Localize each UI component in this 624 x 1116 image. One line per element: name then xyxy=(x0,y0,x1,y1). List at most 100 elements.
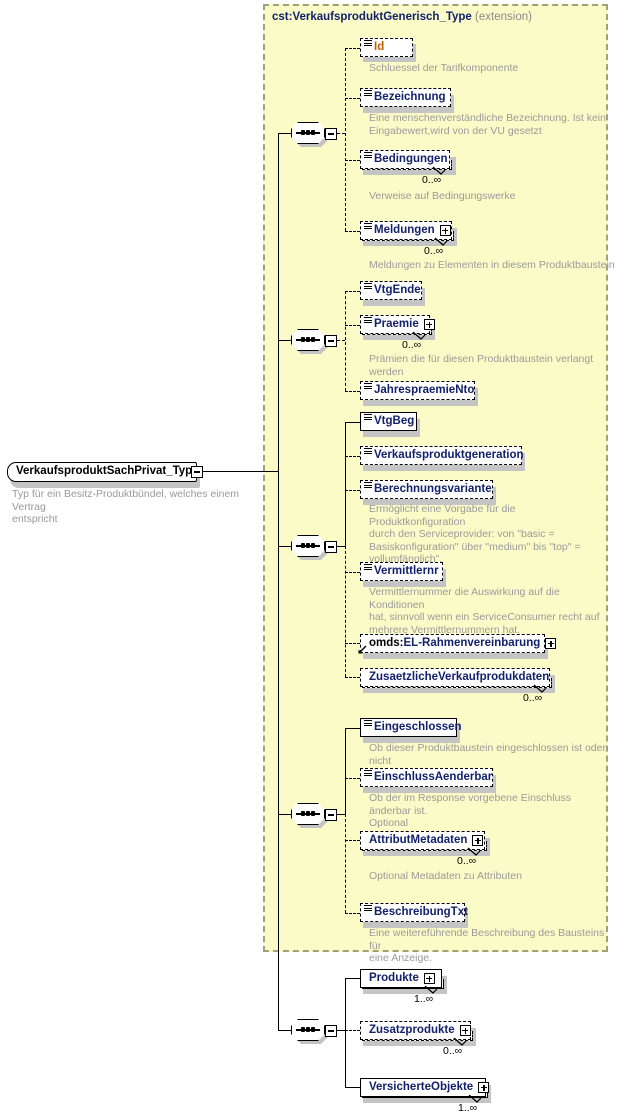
expand-plus-icon[interactable] xyxy=(423,319,435,330)
occurrence-label: 0..∞ xyxy=(523,692,543,704)
repeat-tail-icon xyxy=(412,331,426,340)
sequence-collapse-toggle-group-4[interactable] xyxy=(325,809,337,821)
element-node-bedingungen[interactable]: Bedingungen xyxy=(360,150,450,169)
element-documentation: Verweise auf Bedingungswerke xyxy=(369,190,516,202)
element-label: VtgEnde xyxy=(374,283,421,296)
occurrence-label: 0..∞ xyxy=(424,245,444,257)
sequence-collapse-toggle-group-5[interactable] xyxy=(325,1025,337,1037)
occurrence-label: 0..∞ xyxy=(422,174,442,186)
extension-panel-title: cst:VerkaufsproduktGenerisch_Type (exten… xyxy=(272,11,532,23)
connector-to-el-rahmenvereinbarung xyxy=(345,643,360,644)
element-node-vtgbeg[interactable]: VtgBeg xyxy=(360,412,417,431)
element-label: Eingeschlossen xyxy=(374,720,462,733)
connector-branch-spine-group-1 xyxy=(345,48,346,231)
element-documentation: Eine menschenverständliche Bezeichnung. … xyxy=(369,112,606,137)
occurrence-label: 1..∞ xyxy=(414,993,434,1005)
connector-branch-spine-group-5-lower xyxy=(345,1030,346,1087)
element-node-el-rahmenvereinbarung[interactable]: omds:EL-Rahmenvereinbarung xyxy=(360,634,557,653)
element-label: BeschreibungTxt xyxy=(374,905,468,918)
expand-plus-icon[interactable] xyxy=(478,1082,490,1093)
element-node-zusaetzlicheverkaufprodukdaten[interactable]: ZusaetzlicheVerkaufprodukdaten xyxy=(360,668,550,687)
expand-plus-icon[interactable] xyxy=(423,973,435,984)
element-node-produkte[interactable]: Produkte xyxy=(360,969,442,988)
sequence-dot xyxy=(311,337,315,342)
connector-to-produkte xyxy=(345,978,360,979)
element-node-jahrespraemiento[interactable]: JahrespraemieNto xyxy=(360,381,475,400)
sequence-collapse-toggle-group-3[interactable] xyxy=(325,541,337,553)
element-label: Bezeichnung xyxy=(374,90,446,103)
connector-root-to-trunk xyxy=(203,471,279,472)
element-node-praemie[interactable]: Praemie xyxy=(360,315,435,334)
connector-to-versicherteobjekte xyxy=(345,1087,360,1088)
element-label: ZusaetzlicheVerkaufprodukdaten xyxy=(369,670,550,683)
expand-plus-icon[interactable] xyxy=(459,1025,471,1036)
element-documentation: Vermittlernummer die Auswirkung auf die … xyxy=(369,586,600,636)
element-node-einschlussaenderbar[interactable]: EinschlussAenderbar xyxy=(360,768,493,787)
element-documentation: Schluessel der Tarifkomponente xyxy=(369,62,519,74)
connector-to-verkaufsproduktgeneration xyxy=(345,456,360,457)
sequence-compositor-group-1[interactable] xyxy=(291,122,328,147)
sequence-dot xyxy=(311,1027,315,1032)
element-node-beschreibungtxt[interactable]: BeschreibungTxt xyxy=(360,903,468,922)
sequence-compositor-group-5[interactable] xyxy=(291,1019,328,1044)
root-collapse-toggle[interactable] xyxy=(191,466,203,478)
sequence-dot xyxy=(306,130,310,135)
element-node-id[interactable]: Id xyxy=(360,38,413,57)
connector-seq-stub xyxy=(337,1030,345,1031)
sequence-compositor-group-3[interactable] xyxy=(291,535,328,560)
element-node-versicherteobjekte[interactable]: VersicherteObjekte xyxy=(360,1078,490,1097)
element-label: Berechnungsvariante xyxy=(374,482,492,495)
element-documentation: Meldungen zu Elementen in diesem Produkt… xyxy=(369,259,615,271)
repeat-tail-icon xyxy=(533,684,547,693)
occurrence-label: 1..∞ xyxy=(458,1102,478,1114)
element-node-eingeschlossen[interactable]: Eingeschlossen xyxy=(360,718,462,737)
connector-seq-stub xyxy=(337,546,345,547)
element-label: omds:EL-Rahmenvereinbarung xyxy=(369,636,541,649)
occurrence-label: 0..∞ xyxy=(457,855,477,867)
connector-to-berechnungsvariante xyxy=(345,490,360,491)
element-node-zusatzprodukte[interactable]: Zusatzprodukte xyxy=(360,1021,471,1040)
element-documentation: Ob dieser Produktbaustein eingeschlossen… xyxy=(369,742,606,767)
repeat-tail-icon xyxy=(453,1037,467,1046)
element-label: Zusatzprodukte xyxy=(369,1023,455,1036)
connector-to-attributmetadaten xyxy=(345,840,360,841)
element-node-meldungen[interactable]: Meldungen xyxy=(360,221,452,240)
sequence-dot xyxy=(306,1027,310,1032)
sequence-dot xyxy=(306,337,310,342)
repeat-tail-icon xyxy=(434,237,448,246)
expand-plus-icon[interactable] xyxy=(472,835,484,846)
element-node-bezeichnung[interactable]: Bezeichnung xyxy=(360,88,451,107)
connector-to-jahrespraemiento xyxy=(345,391,360,392)
occurrence-label: 0..∞ xyxy=(402,339,422,351)
element-node-vtgende[interactable]: VtgEnde xyxy=(360,281,422,300)
connector-branch-spine-group-3-dashed xyxy=(345,546,346,677)
expand-plus-icon[interactable] xyxy=(545,638,557,649)
element-label: AttributMetadaten xyxy=(369,833,468,846)
element-node-attributmetadaten[interactable]: AttributMetadaten xyxy=(360,831,485,850)
root-type-node[interactable]: VerkaufsproduktSachPrivat_Type xyxy=(7,462,199,482)
connector-seq-stub xyxy=(337,814,345,815)
element-node-berechnungsvariante[interactable]: Berechnungsvariante xyxy=(360,480,493,499)
sequence-dot xyxy=(301,1027,305,1032)
element-label: Produkte xyxy=(369,971,419,984)
connector-seq-stub xyxy=(337,133,345,134)
sequence-compositor-group-2[interactable] xyxy=(291,329,328,354)
element-documentation: Prämien die für diesen Produktbaustein v… xyxy=(369,353,594,378)
sequence-collapse-toggle-group-1[interactable] xyxy=(325,128,337,140)
element-node-vermittlernr[interactable]: Vermittlernr xyxy=(360,562,443,581)
sequence-collapse-toggle-group-2[interactable] xyxy=(325,335,337,347)
connector-to-eingeschlossen xyxy=(345,728,360,729)
connector-trunk-to-sequence xyxy=(278,340,292,341)
expand-plus-icon[interactable] xyxy=(439,225,451,236)
sequence-dot xyxy=(311,543,315,548)
element-label: Bedingungen xyxy=(374,152,448,165)
connector-to-zusaetzlicheverkaufprodukdaten xyxy=(345,677,360,678)
sequence-dot xyxy=(301,543,305,548)
connector-main-trunk xyxy=(278,133,279,1030)
connector-trunk-to-sequence xyxy=(278,133,292,134)
element-documentation: Optional Metadaten zu Attributen xyxy=(369,870,522,882)
element-node-verkaufsproduktgeneration[interactable]: Verkaufsproduktgeneration xyxy=(360,446,524,465)
sequence-compositor-group-4[interactable] xyxy=(291,803,328,828)
element-documentation: Ermöglicht eine Vorgabe für die Produktk… xyxy=(369,503,581,566)
